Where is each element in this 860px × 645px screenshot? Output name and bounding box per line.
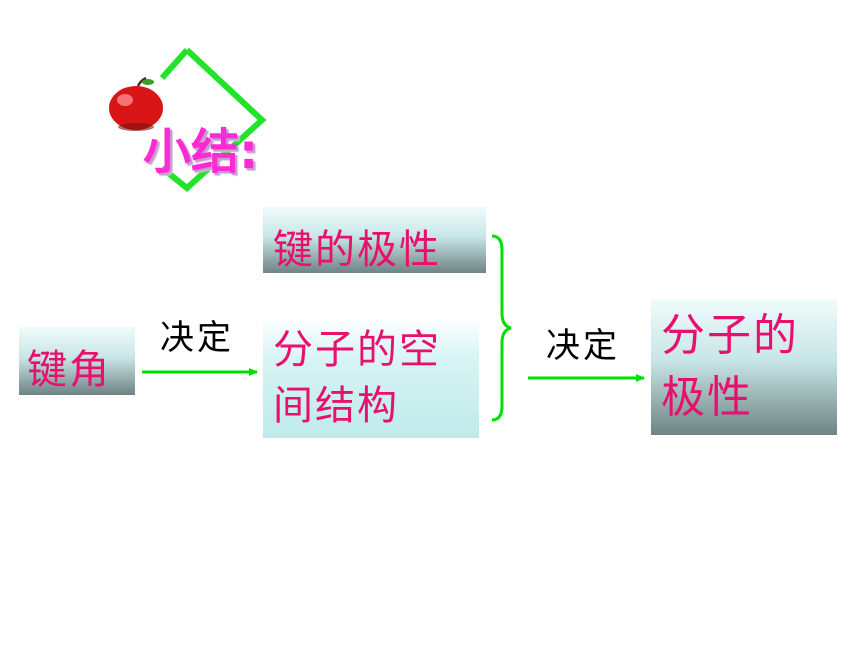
node-molecular-polarity-text: 分子的极性 bbox=[661, 310, 799, 423]
node-spatial-structure-text: 分子的空间结构 bbox=[273, 327, 441, 429]
green-diamond-edge bbox=[159, 48, 190, 80]
node-spatial-structure: 分子的空间结构 bbox=[263, 316, 479, 438]
right-brace bbox=[491, 234, 512, 422]
node-molecular-polarity: 分子的极性 bbox=[651, 299, 837, 435]
node-bond-angle: 键角 bbox=[19, 327, 135, 395]
node-bond-polarity: 键的极性 bbox=[263, 207, 486, 273]
edge-label-determines-2: 决定 bbox=[546, 326, 620, 366]
apple-icon bbox=[109, 76, 163, 131]
page-title: 小结: bbox=[143, 124, 259, 180]
edge-label-determines-1: 决定 bbox=[160, 318, 234, 358]
green-diamond-shape bbox=[160, 47, 267, 192]
node-bond-angle-text: 键角 bbox=[27, 347, 111, 393]
node-bond-polarity-text: 键的极性 bbox=[273, 227, 441, 273]
